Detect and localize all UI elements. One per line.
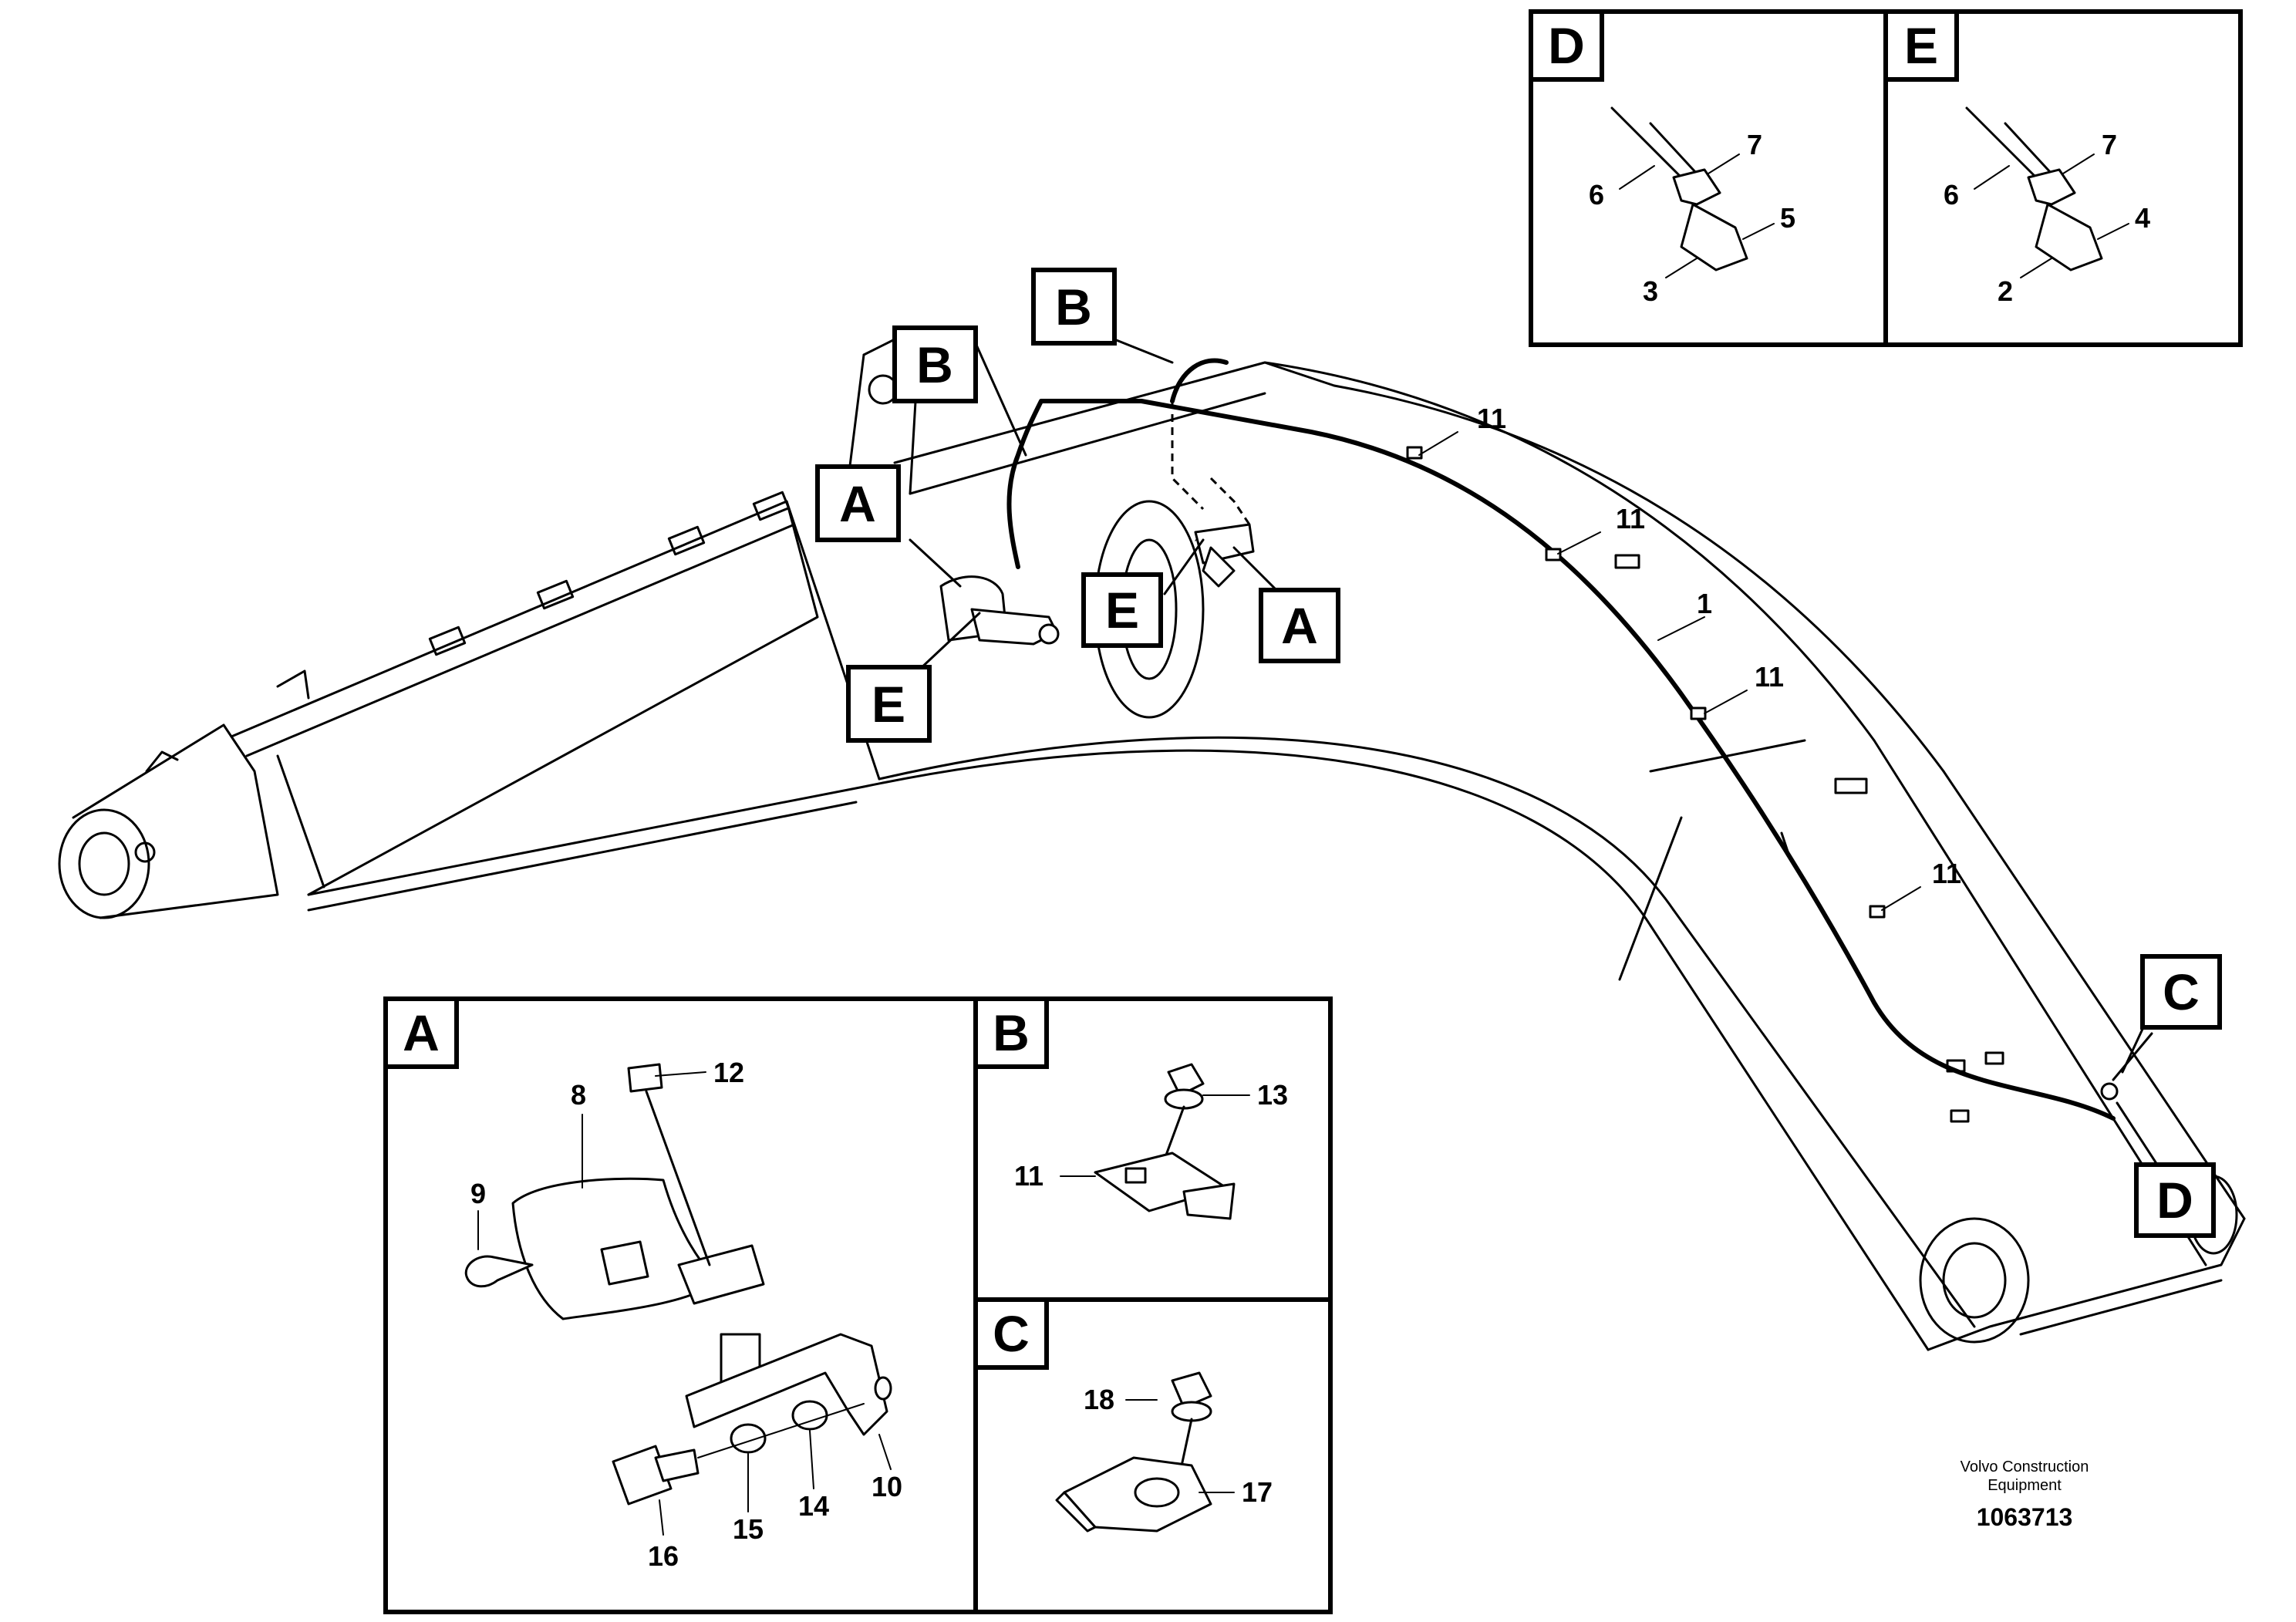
part-number-label: 13 — [1257, 1079, 1288, 1111]
callout-box-A-right: A — [1259, 588, 1340, 663]
part-number-label: 11 — [1014, 1160, 1043, 1192]
part-number-label: 3 — [1643, 275, 1658, 307]
part-number-label: 12 — [713, 1057, 744, 1088]
part-number-label: 7 — [2102, 129, 2117, 160]
part-number-label: 1 — [1697, 588, 1712, 619]
company-name-line1: Volvo Construction — [1961, 1458, 2089, 1475]
part-number-label: 7 — [1747, 129, 1762, 160]
callout-box-E-center: E — [1081, 572, 1163, 648]
callout-label: A — [839, 475, 876, 532]
part-number-label: 9 — [470, 1178, 486, 1209]
part-number-label: 17 — [1242, 1476, 1273, 1508]
callout-label: C — [2163, 963, 2200, 1020]
callout-label: E — [872, 676, 905, 733]
part-number-label: 6 — [1589, 179, 1604, 211]
callout-label: E — [1105, 582, 1139, 639]
part-number-label: 4 — [2135, 202, 2150, 234]
company-name-line2: Equipment — [1988, 1477, 2062, 1494]
callout-box-E-left: E — [846, 665, 932, 743]
inset-label: E — [1904, 17, 1938, 74]
part-number-label: 5 — [1780, 202, 1795, 234]
inset-A: A 12 8 9 10 14 15 16 — [383, 996, 978, 1614]
boom-assembly — [58, 338, 2246, 1351]
inset-B: B 13 11 — [973, 996, 1333, 1302]
part-number-label: 16 — [648, 1540, 679, 1572]
inset-label: D — [1548, 17, 1585, 74]
drawing-footer: Volvo Construction Equipment 1063713 — [1961, 1458, 2089, 1531]
part-number-label: 11 — [1477, 403, 1506, 434]
callout-box-A-left: A — [815, 464, 901, 542]
callout-label: A — [1281, 597, 1318, 654]
inset-label: C — [993, 1305, 1030, 1362]
callout-label: D — [2156, 1172, 2193, 1229]
part-number-label: 8 — [571, 1079, 586, 1111]
callout-box-C: C — [2140, 954, 2222, 1030]
inset-label: B — [993, 1004, 1030, 1061]
inset-E: E 7 6 4 2 — [1883, 9, 2243, 347]
callout-label: B — [1055, 278, 1092, 336]
inset-D: D 7 6 5 3 — [1529, 9, 1888, 347]
part-number-label: 11 — [1932, 858, 1961, 889]
part-number-label: 18 — [1084, 1384, 1114, 1415]
part-number-label: 14 — [798, 1490, 829, 1522]
callout-leaders — [909, 338, 2169, 1182]
part-number-label: 11 — [1755, 661, 1784, 693]
part-number-label: 15 — [733, 1513, 764, 1545]
inset-label: A — [403, 1004, 440, 1061]
part-number-label: 11 — [1616, 503, 1645, 534]
part-number-label: 6 — [1944, 179, 1959, 211]
callout-box-D: D — [2134, 1162, 2216, 1238]
callout-box-B-right: B — [1031, 268, 1117, 346]
drawing-id: 1063713 — [1977, 1503, 2073, 1531]
callout-label: B — [916, 336, 953, 393]
part-number-label: 10 — [872, 1471, 902, 1502]
part-number-label: 2 — [1998, 275, 2013, 307]
inset-C: C 18 17 — [973, 1297, 1333, 1614]
callout-box-B-left: B — [892, 325, 978, 403]
